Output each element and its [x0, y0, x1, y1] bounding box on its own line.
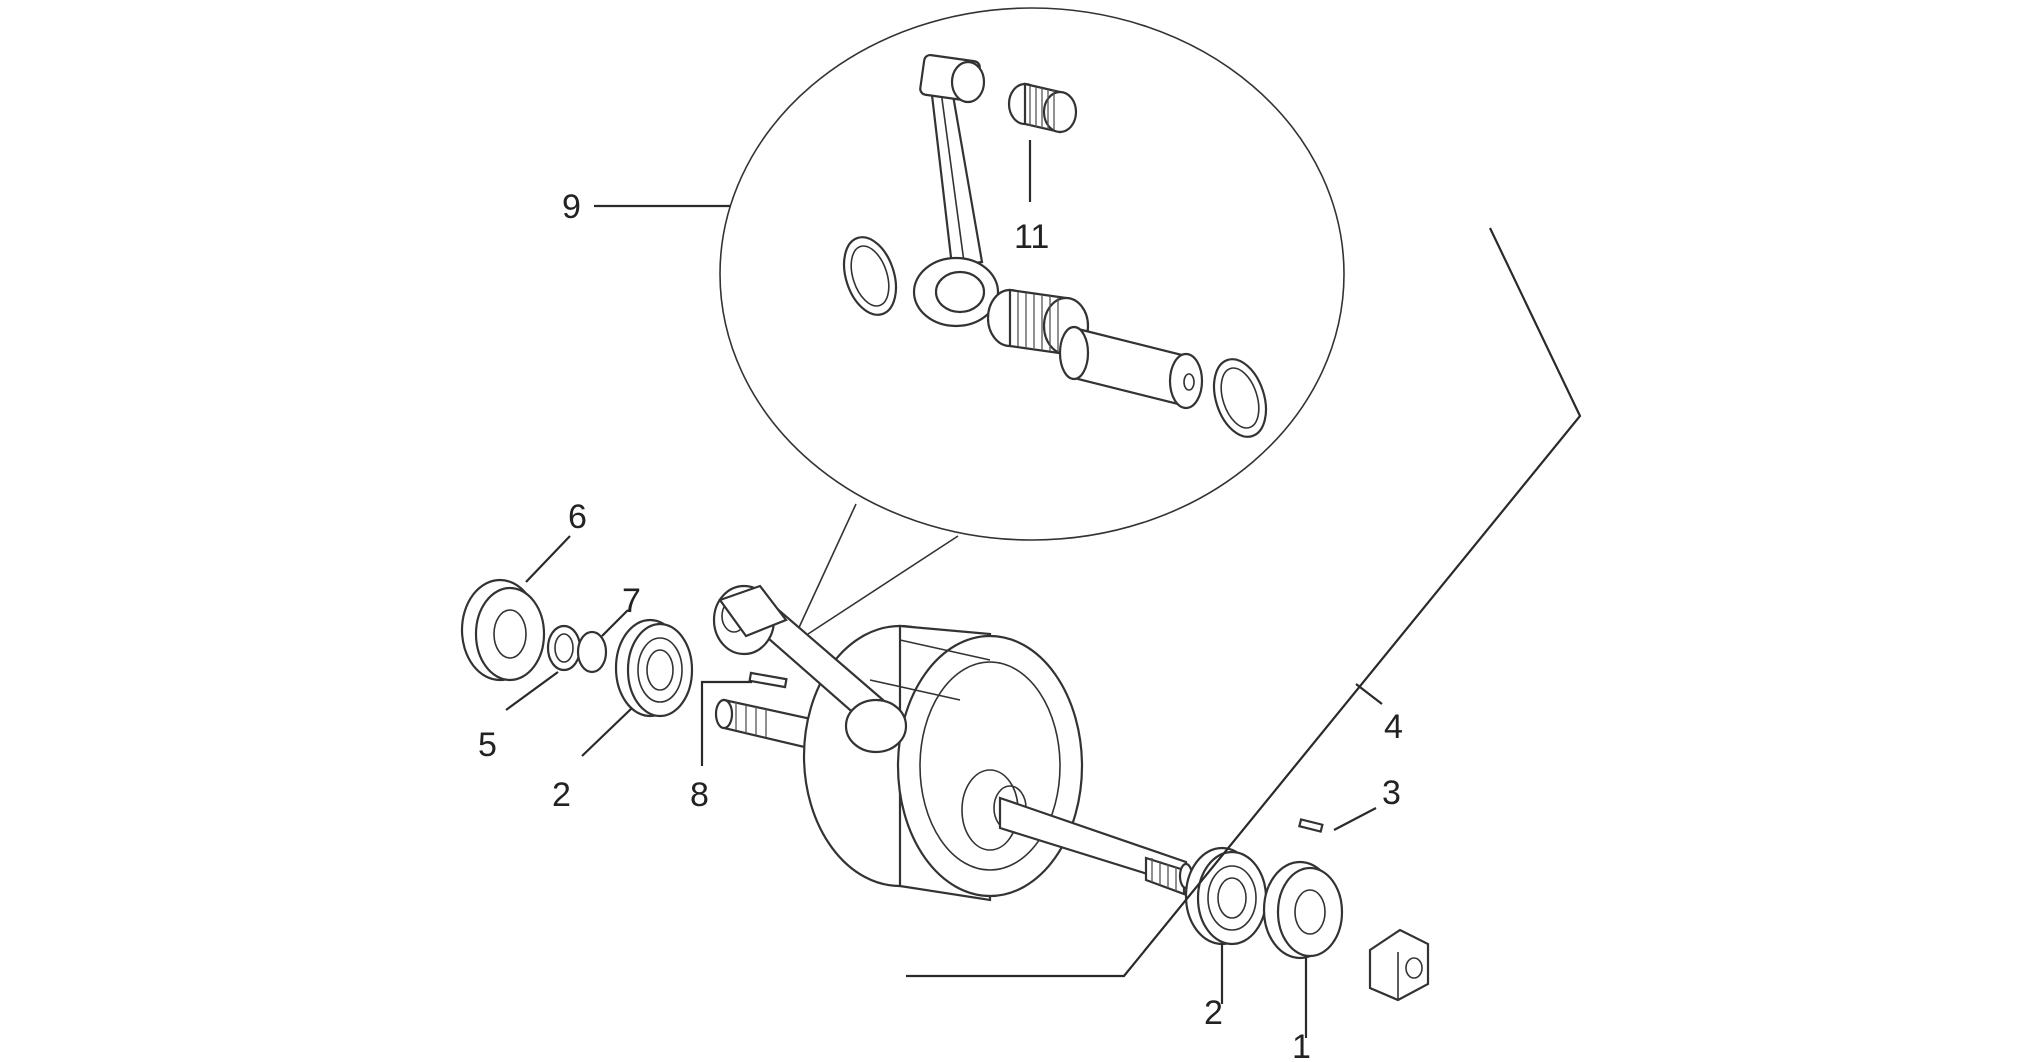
leader-6	[525, 535, 571, 583]
crankshaft-assembly	[712, 584, 1194, 902]
callout-1: 1	[1292, 1028, 1311, 1062]
bubble-pointer-right	[807, 535, 959, 635]
key-right	[1298, 818, 1324, 833]
callout-2-right: 2	[1204, 994, 1223, 1032]
detail-bubble	[719, 7, 1345, 635]
leader-lines	[505, 140, 1582, 1038]
callout-4: 4	[1384, 708, 1403, 746]
callout-5: 5	[478, 726, 497, 764]
right-oil-seal	[1262, 860, 1344, 960]
callout-6: 6	[568, 498, 587, 536]
small-end-needle-bearing	[1007, 82, 1078, 134]
thrust-washer-right	[1212, 358, 1268, 438]
connecting-rod-detail	[912, 53, 1000, 328]
callout-3: 3	[1382, 774, 1401, 812]
right-crank-web	[896, 634, 1084, 898]
leader-3	[1333, 807, 1377, 831]
detail-ellipse	[719, 7, 1345, 541]
woodruff-key-left	[748, 671, 788, 689]
leader-7	[601, 609, 629, 637]
callout-11: 11	[1014, 218, 1049, 256]
leader-8	[700, 680, 752, 766]
crank-pin	[1058, 325, 1204, 410]
left-oil-seal	[460, 578, 546, 682]
callout-7: 7	[622, 582, 641, 620]
callout-8: 8	[690, 776, 709, 814]
leader-5	[505, 671, 559, 711]
hex-nut	[1368, 928, 1430, 1002]
leader-4	[1355, 683, 1383, 705]
bubble-pointer-left	[795, 503, 857, 635]
leader-2-left	[581, 707, 633, 757]
left-main-bearing	[614, 618, 694, 718]
callout-labels: 9 11 6 7 5 2 8 4 3 2 1	[478, 188, 1403, 1062]
right-main-bearing	[1184, 846, 1268, 946]
spacer-ring	[546, 624, 582, 672]
callout-9: 9	[562, 188, 581, 226]
circlip	[576, 630, 608, 674]
leader-4-bracket	[906, 227, 1582, 978]
thrust-washer-left	[842, 236, 898, 316]
callout-2-left: 2	[552, 776, 571, 814]
